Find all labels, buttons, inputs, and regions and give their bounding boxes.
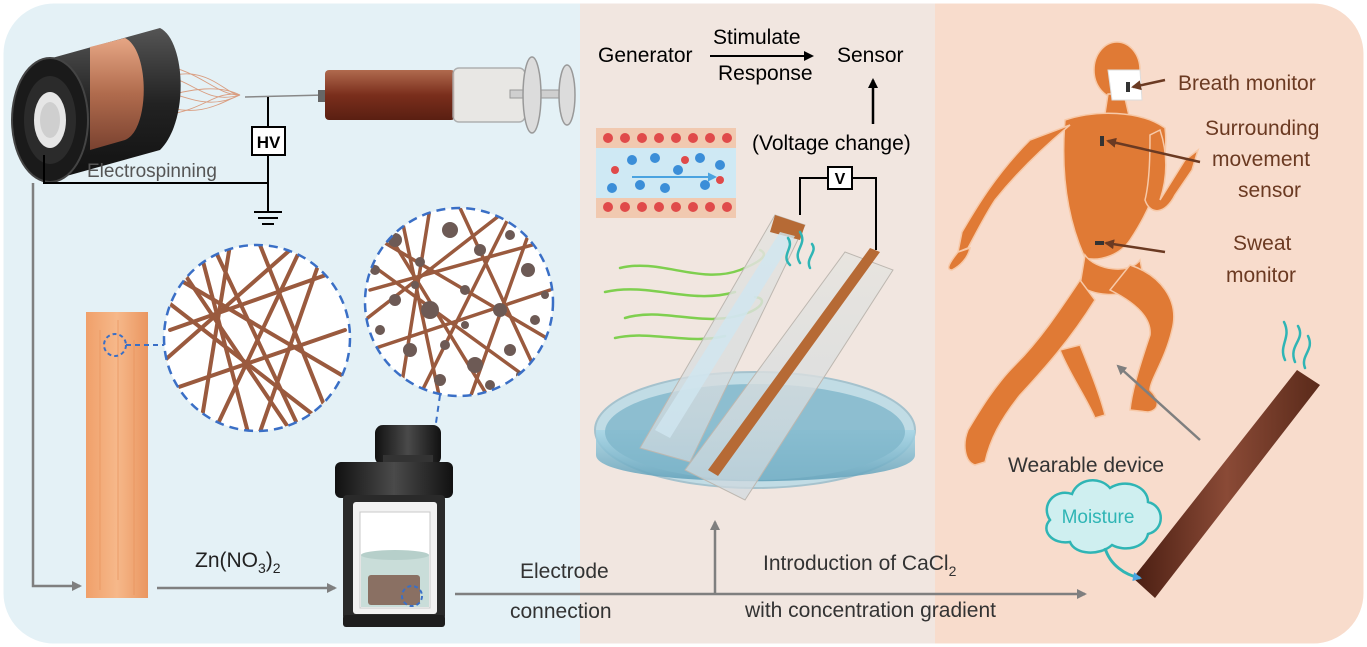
drum-collector [11, 28, 181, 183]
generator-label: Generator [598, 44, 693, 67]
wearable-device [1133, 320, 1320, 598]
face-mask-device [1107, 69, 1143, 101]
zoom-pristine-fibers [162, 243, 352, 433]
movement-label: movement [1212, 148, 1310, 171]
application-callouts: Breath monitor Surrounding movement sens… [1104, 72, 1319, 287]
runner-figure [947, 41, 1200, 466]
hv-circuit [43, 97, 282, 225]
sensor-label: Sensor [837, 44, 904, 67]
hv-label: HV [257, 133, 281, 152]
introduction-label: Introduction of CaCl2 [763, 552, 957, 579]
voltage-change-label: (Voltage change) [752, 132, 911, 155]
electrode-strip [708, 248, 880, 476]
arrow-device-to-body [1116, 364, 1201, 441]
electrospinning-label: Electrospinning [87, 161, 217, 182]
zoom-zno-decorated-fibers [363, 206, 555, 591]
voltmeter-circuit [799, 177, 877, 250]
sensing-principle: Generator Stimulate Response Sensor (Vol… [598, 26, 911, 155]
sensor2-label: sensor [1238, 179, 1301, 202]
hydrothermal-reactor [335, 425, 453, 627]
electrode-label: Electrode [520, 560, 609, 583]
sensor-in-dish: V [594, 166, 916, 501]
breath-monitor-label: Breath monitor [1178, 72, 1316, 95]
moisture-label: Moisture [1062, 507, 1135, 528]
gradient-label: with concentration gradient [744, 599, 996, 622]
hv-box [251, 126, 286, 156]
monitor-label: monitor [1226, 264, 1296, 287]
voltmeter-label: V [835, 171, 846, 188]
surrounding-label: Surrounding [1205, 117, 1319, 140]
electrospinning-setup: HV Electrospinning [11, 28, 576, 225]
nanofiber-membrane-strip [86, 312, 165, 598]
syringe [244, 56, 576, 134]
ion-channel-inset [596, 128, 736, 218]
response-label: Response [718, 62, 813, 85]
wearable-device-label: Wearable device [1008, 454, 1164, 477]
connection-label: connection [510, 600, 612, 623]
zn-label: Zn(NO3)2 [195, 549, 281, 576]
moisture-cloud: Moisture [1045, 479, 1162, 582]
process-arrow-to-strip [31, 183, 82, 591]
stimulate-label: Stimulate [713, 26, 801, 49]
voltmeter-box [827, 166, 853, 190]
sweat-label: Sweat [1233, 232, 1292, 255]
